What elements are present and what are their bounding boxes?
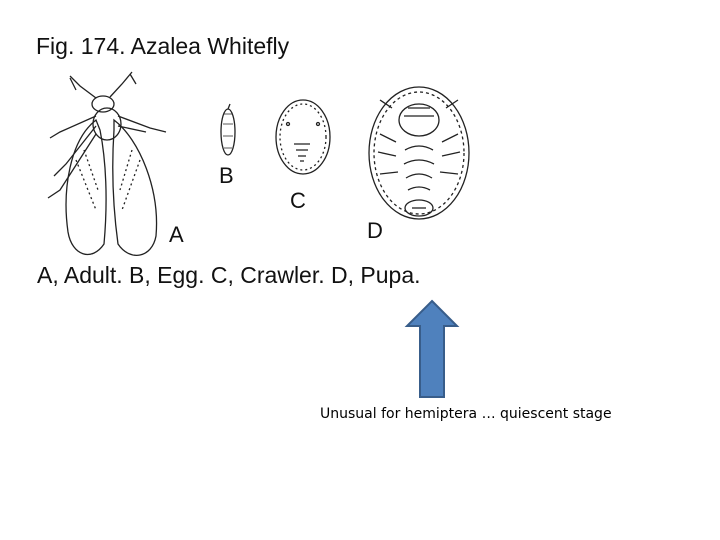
egg-drawing — [220, 103, 236, 156]
label-d: D — [367, 218, 383, 243]
label-c: C — [290, 188, 306, 213]
up-arrow — [404, 299, 460, 398]
figure-title: Fig. 174. Azalea Whitefly — [36, 33, 290, 59]
label-a: A — [169, 222, 184, 247]
annotation-caption: Unusual for hemiptera … quiescent stage — [320, 406, 612, 422]
figure-legend: A, Adult. B, Egg. C, Crawler. D, Pupa. — [37, 262, 421, 288]
label-b: B — [219, 163, 234, 188]
crawler-drawing — [275, 99, 331, 175]
adult-whitefly-drawing — [47, 71, 167, 256]
pupa-drawing — [368, 86, 470, 220]
